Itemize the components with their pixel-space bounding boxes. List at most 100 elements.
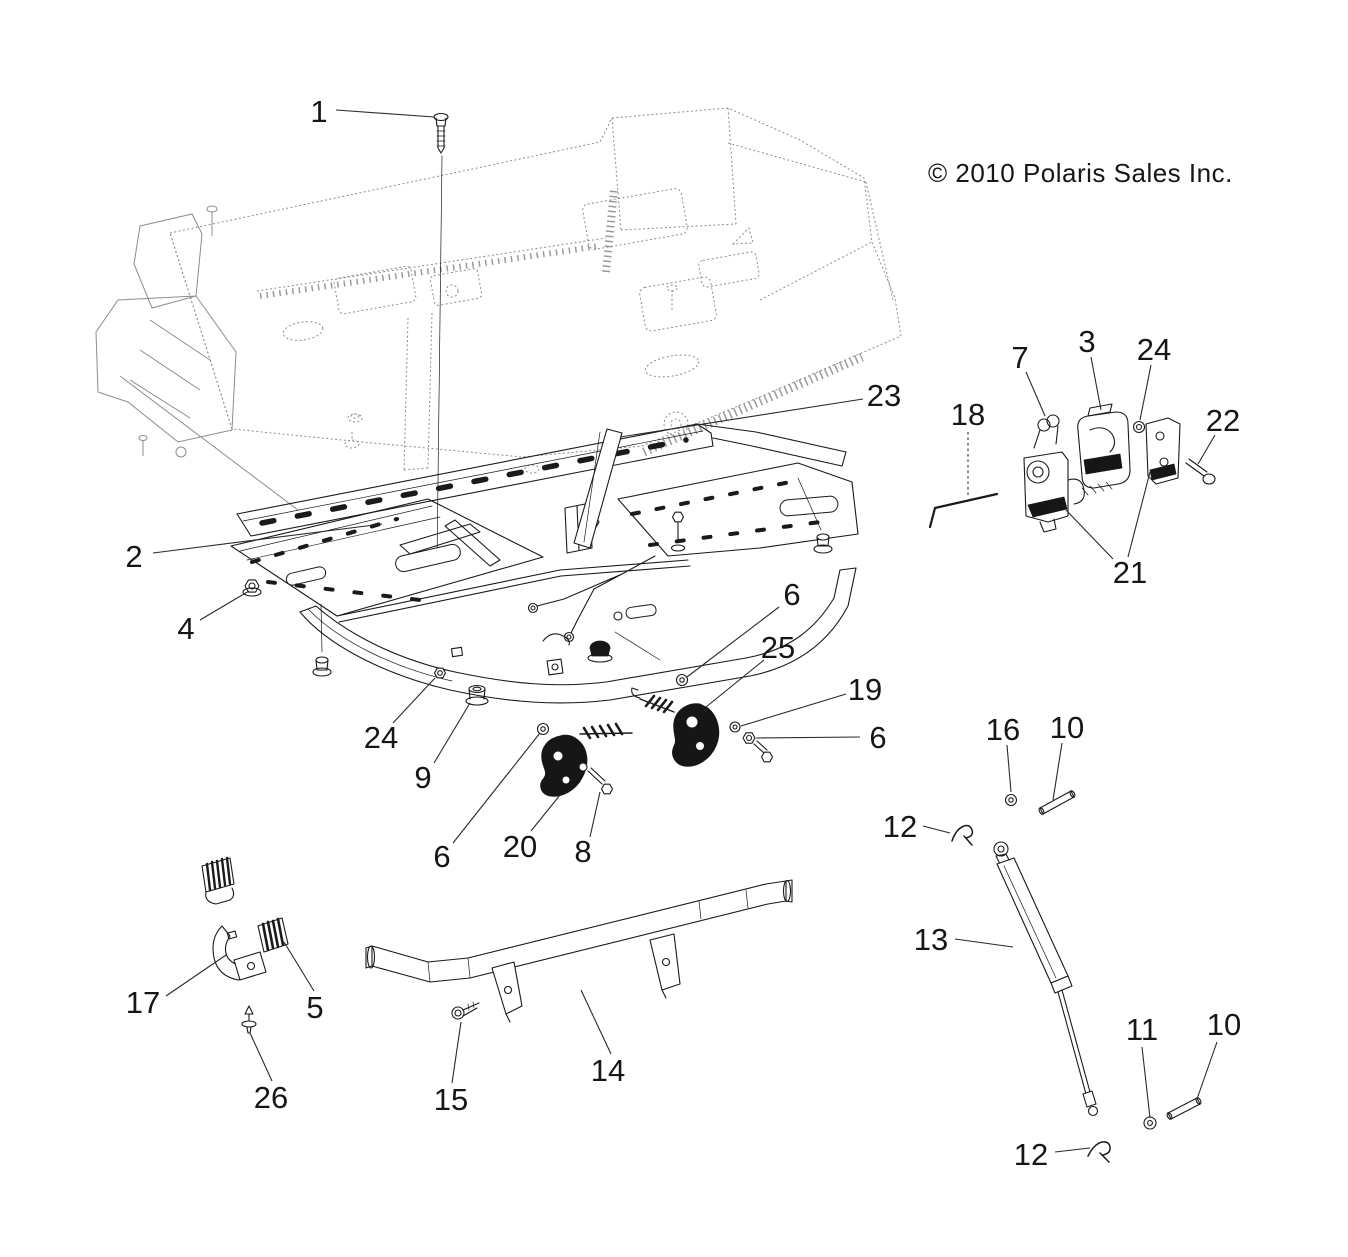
washer-part11 [1143, 1116, 1157, 1130]
callout-label-20: 20 [503, 829, 537, 864]
cargo-box-sketch [169, 107, 902, 474]
callout-label-1: 1 [310, 94, 327, 129]
latch-bracket-right [1145, 417, 1181, 485]
callout-label-2: 2 [125, 539, 142, 574]
callout-label-16: 16 [986, 712, 1020, 747]
callout-label-9: 9 [414, 760, 431, 795]
callout-label-13: 13 [914, 922, 948, 957]
leader-line-3 [1090, 356, 1102, 411]
latch-left-part20 [536, 722, 633, 797]
latch-right-part25 [631, 673, 774, 767]
pin-part10-lower [1166, 1097, 1202, 1120]
leader-line-17 [165, 954, 227, 997]
callout-label-7: 7 [1011, 340, 1028, 375]
callout-label-26: 26 [254, 1080, 288, 1115]
callout-label-18: 18 [951, 397, 985, 432]
callout-label-21: 21 [1113, 555, 1147, 590]
nut-part24-top [1132, 420, 1146, 434]
cargo-box-rib-bands [259, 189, 864, 457]
crossbar-part14 [365, 879, 793, 1023]
leader-line-6 [686, 606, 780, 678]
pin-part10-upper [1038, 790, 1076, 815]
leader-line-24 [392, 677, 436, 724]
leader-line-19 [740, 693, 847, 727]
leader-line-12 [1054, 1147, 1091, 1153]
bolt-part22 [1185, 458, 1216, 485]
callout-label-11: 11 [1126, 1012, 1158, 1047]
clamp-parts-left [201, 856, 289, 1034]
leader-line-21 [1065, 509, 1114, 560]
clip-part12-lower [1087, 1141, 1111, 1163]
clip-part12-upper [951, 824, 974, 846]
callout-label-10: 10 [1207, 1007, 1241, 1042]
callout-label-6: 6 [783, 577, 800, 612]
leader-line-9 [433, 702, 471, 764]
latch-housing-part21 [1023, 451, 1085, 533]
leader-line-4 [199, 590, 250, 621]
leader-line-25 [705, 659, 765, 708]
leader-line-15 [451, 1021, 462, 1084]
leader-line-26 [249, 1032, 273, 1082]
leader-line-12 [922, 825, 951, 834]
latch-part3 [1077, 403, 1131, 496]
callout-label-6: 6 [433, 839, 450, 874]
callout-label-24: 24 [364, 720, 398, 755]
gas-strut-part13 [951, 790, 1202, 1163]
callout-label-14: 14 [591, 1053, 625, 1088]
screw-part15 [451, 1001, 480, 1020]
latch-assembly-top-right [928, 403, 1216, 533]
leader-line-1 [335, 109, 435, 118]
callout-label-17: 17 [126, 985, 160, 1020]
callout-label-23: 23 [867, 378, 901, 413]
leader-line-10 [1196, 1041, 1218, 1100]
support-beam [299, 567, 857, 704]
spring-clip-part7 [1033, 414, 1060, 449]
rivet-part26 [241, 1005, 257, 1034]
nut-part24-left [433, 667, 447, 679]
callout-label-12: 12 [1014, 1137, 1048, 1172]
spring-part25 [644, 694, 674, 714]
leader-line-7 [1025, 371, 1046, 417]
leader-line-24 [1139, 364, 1152, 421]
mount-bolt-part1 [433, 112, 449, 564]
flange-nut-part4 [244, 579, 260, 593]
leader-line-23 [619, 398, 864, 438]
wire-harness [527, 555, 656, 646]
callout-label-12: 12 [883, 809, 917, 844]
callout-label-3: 3 [1078, 324, 1095, 359]
frame-plate-fasteners [242, 511, 833, 677]
callout-label-15: 15 [434, 1082, 468, 1117]
leader-line-21 [1127, 471, 1151, 558]
strap-part23 [573, 428, 623, 549]
bumper-part9 [465, 684, 489, 706]
rod-part18 [928, 492, 999, 529]
leader-line-8 [589, 791, 601, 838]
callout-label-19: 19 [848, 672, 882, 707]
leader-line-6 [452, 732, 541, 844]
washer-part16 [1004, 793, 1018, 807]
leader-line-10 [1052, 742, 1063, 801]
clamp-part17 [212, 925, 267, 981]
callout-label-4: 4 [177, 611, 194, 646]
leader-line-22 [1197, 434, 1216, 465]
callout-label-8: 8 [574, 834, 591, 869]
leader-line-6 [755, 736, 861, 739]
copyright-text: © 2010 Polaris Sales Inc. [928, 158, 1233, 188]
callout-label-5: 5 [306, 990, 323, 1025]
rubber-block-part5 [257, 917, 289, 953]
leader-line-11 [1141, 1046, 1151, 1119]
spring-part20 [582, 722, 624, 740]
leader-line-5 [283, 941, 315, 992]
callout-label-25: 25 [761, 630, 795, 665]
leader-line-13 [954, 938, 1014, 948]
bushing-part19 [729, 721, 741, 733]
bolt-part8 [600, 783, 614, 795]
callout-label-10: 10 [1050, 710, 1084, 745]
box-corner-panel [95, 205, 299, 511]
leader-line-2 [152, 523, 383, 554]
callout-label-22: 22 [1206, 403, 1240, 438]
leader-line-20 [530, 794, 561, 832]
